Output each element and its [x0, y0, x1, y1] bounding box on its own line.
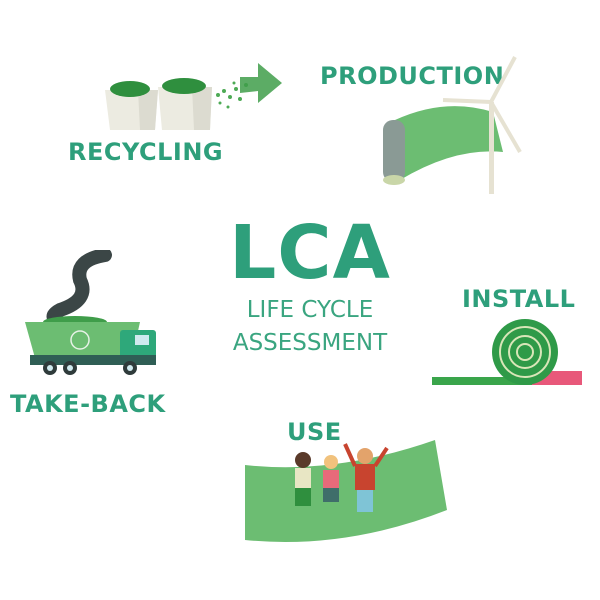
rolled-turf-icon — [432, 319, 582, 385]
lca-title: LCA — [229, 210, 391, 296]
production-label: PRODUCTION — [320, 62, 505, 90]
take-back-label: TAKE-BACK — [10, 390, 166, 418]
install-label: INSTALL — [462, 285, 576, 313]
granule-bags-arrow-icon — [105, 63, 282, 130]
lca-subtitle-line1: LIFE CYCLE — [246, 297, 374, 323]
use-label: USE — [287, 418, 342, 446]
children-on-turf-icon — [245, 440, 447, 542]
lca-subtitle-line2: ASSESSMENT — [232, 330, 388, 356]
recycling-label: RECYCLING — [68, 138, 224, 166]
turf-roll-wind-turbine-icon — [383, 56, 522, 194]
recycling-truck-icon — [25, 250, 156, 375]
